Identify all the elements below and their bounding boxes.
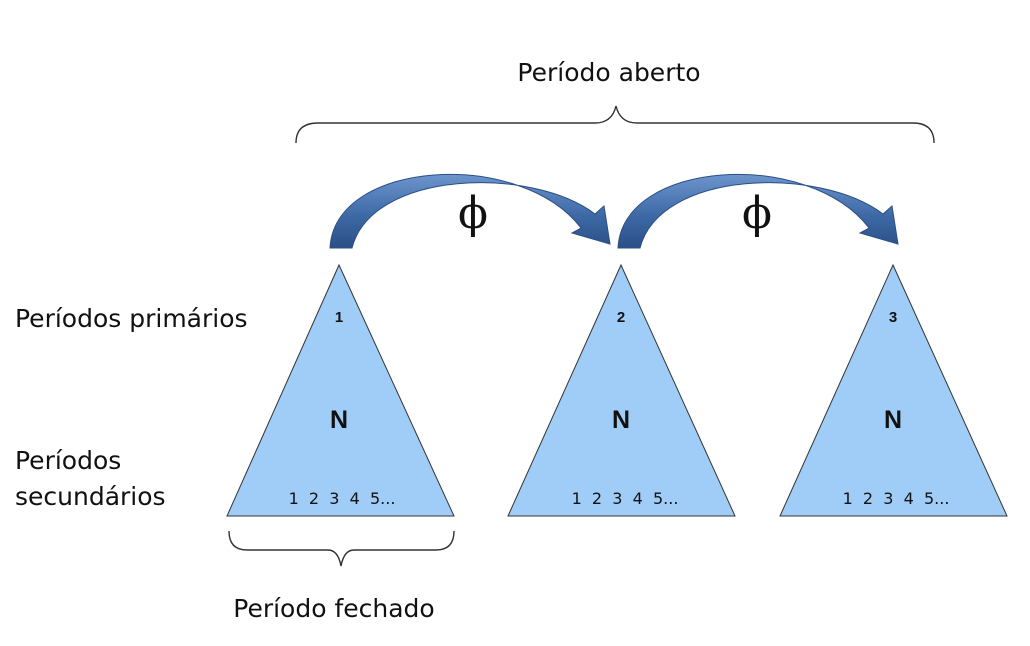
open-period-brace bbox=[295, 105, 935, 144]
triangle-n-label-1: N bbox=[330, 406, 348, 434]
transition-arrow-1 bbox=[329, 173, 611, 249]
closed-period-label: Período fechado bbox=[233, 594, 434, 623]
triangle-number-1: 1 bbox=[335, 309, 343, 326]
phi-symbol-1: ϕ bbox=[458, 188, 488, 239]
secondary-periods-label-line1: Períodos bbox=[15, 446, 121, 475]
open-period-label: Período aberto bbox=[517, 58, 700, 87]
secondary-sequence-1: 1 2 3 4 5... bbox=[289, 489, 396, 508]
secondary-periods-label-line2: secundários bbox=[15, 482, 166, 511]
secondary-sequence-3: 1 2 3 4 5... bbox=[843, 489, 950, 508]
triangle-number-2: 2 bbox=[617, 309, 625, 326]
triangle-n-label-3: N bbox=[884, 406, 902, 434]
transition-arrow-2 bbox=[617, 173, 899, 249]
primary-periods-label: Períodos primários bbox=[15, 304, 248, 333]
primary-period-triangle-2: 2 N 1 2 3 4 5... bbox=[507, 263, 736, 517]
secondary-sequence-2: 1 2 3 4 5... bbox=[572, 489, 679, 508]
closed-period-brace bbox=[228, 530, 455, 567]
phi-symbol-2: ϕ bbox=[742, 188, 772, 239]
triangle-number-3: 3 bbox=[889, 309, 897, 326]
primary-period-triangle-1: 1 N 1 2 3 4 5... bbox=[226, 263, 455, 517]
triangle-n-label-2: N bbox=[612, 406, 630, 434]
primary-period-triangle-3: 3 N 1 2 3 4 5... bbox=[779, 263, 1008, 517]
